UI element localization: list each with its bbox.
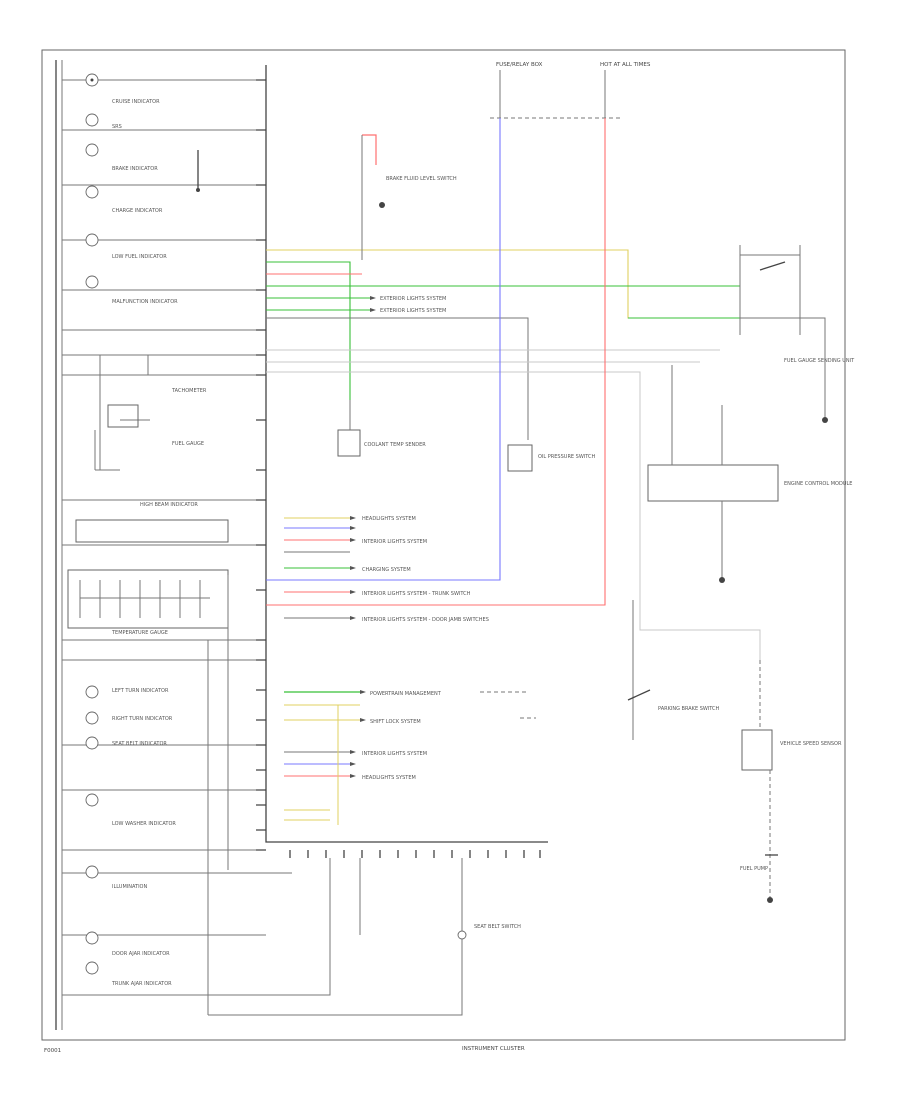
left-panel-lamps (61, 60, 292, 1030)
dest-label: SHIFT LOCK SYSTEM (370, 719, 421, 725)
left-label: LOW FUEL INDICATOR (112, 254, 167, 260)
dest-label: POWERTRAIN MANAGEMENT (370, 691, 442, 697)
cluster-connector-edge (265, 65, 548, 843)
fuse-feeds (266, 70, 620, 606)
corner-tag: F0001 (44, 1048, 61, 1054)
dest-label: INTERIOR LIGHTS SYSTEM - DOOR JAMB SWITC… (362, 617, 489, 623)
left-label: FUEL GAUGE (172, 441, 204, 447)
middle-wire-group (284, 516, 356, 620)
switch-icon (457, 930, 467, 940)
fuse-box-label: FUSE/RELAY BOX (496, 62, 543, 68)
component-label: OIL PRESSURE SWITCH (538, 454, 596, 460)
lamp-icon (85, 275, 99, 289)
component-label: VEHICLE SPEED SENSOR (780, 741, 842, 747)
dest-label: HEADLIGHTS SYSTEM (362, 775, 416, 781)
left-label: TRUNK AJAR INDICATOR (111, 981, 172, 987)
left-label: LEFT TURN INDICATOR (112, 688, 169, 694)
lamp-icon (85, 143, 99, 157)
bottom-pins (62, 850, 541, 1016)
sender-box (337, 429, 361, 457)
left-panel-labels: CRUISE INDICATOR SRS BRAKE INDICATOR CHA… (111, 99, 207, 987)
dest-label: CHARGING SYSTEM (362, 567, 411, 573)
lamp-icon (85, 736, 99, 750)
left-label: ILLUMINATION (112, 884, 147, 890)
dest-label: INTERIOR LIGHTS SYSTEM - TRUNK SWITCH (362, 591, 471, 597)
left-label: SEAT BELT INDICATOR (112, 741, 167, 747)
component-label: FUEL PUMP (740, 866, 768, 872)
temperature-gauge-box (67, 569, 229, 629)
left-label: MALFUNCTION INDICATOR (112, 299, 178, 305)
dest-label: INTERIOR LIGHTS SYSTEM (362, 751, 427, 757)
dest-label: HEADLIGHTS SYSTEM (362, 516, 416, 522)
left-label: CHARGE INDICATOR (112, 208, 163, 214)
lamp-icon (85, 711, 99, 725)
diagram-frame (41, 49, 846, 1041)
upper-connector-wires (266, 249, 761, 660)
lamp-icon (85, 113, 99, 127)
dest-label: EXTERIOR LIGHTS SYSTEM (380, 296, 446, 302)
lamp-icon (85, 865, 99, 879)
lamp-icon (85, 931, 99, 945)
temp-gauge-block (67, 569, 229, 1015)
lower-wire-group (284, 690, 536, 825)
lamp-icon (85, 233, 99, 247)
cluster-pins (256, 79, 266, 851)
left-label: HIGH BEAM INDICATOR (140, 502, 198, 508)
fuel-gauge-icon (107, 404, 139, 428)
left-label: TEMPERATURE GAUGE (111, 630, 168, 636)
hot-at-all-times-label: HOT AT ALL TIMES (600, 62, 651, 68)
left-label: SRS (112, 124, 122, 130)
lamp-icon (85, 185, 99, 199)
control-module-box (647, 464, 779, 502)
component-label: PARKING BRAKE SWITCH (658, 706, 720, 712)
right-components (337, 245, 828, 903)
component-label: FUEL GAUGE SENDING UNIT (784, 358, 855, 364)
lamp-icon (85, 685, 99, 699)
component-label: BRAKE FLUID LEVEL SWITCH (386, 176, 457, 182)
left-label: TACHOMETER (171, 388, 207, 394)
gauge-block (75, 355, 229, 543)
instrument-cluster-label: INSTRUMENT CLUSTER (462, 1046, 525, 1052)
sender-box (741, 729, 773, 771)
lamp-icon (85, 961, 99, 975)
wire-destination-labels: EXTERIOR LIGHTS SYSTEM EXTERIOR LIGHTS S… (362, 296, 489, 781)
dest-label: INTERIOR LIGHTS SYSTEM (362, 539, 427, 545)
sensor-box (507, 444, 533, 472)
left-label: LOW WASHER INDICATOR (112, 821, 176, 827)
lamp-icon (85, 793, 99, 807)
dest-label: EXTERIOR LIGHTS SYSTEM (380, 308, 446, 314)
gauge-box (75, 519, 229, 543)
component-label: SEAT BELT SWITCH (474, 924, 521, 930)
left-label: RIGHT TURN INDICATOR (112, 716, 173, 722)
component-label: COOLANT TEMP SENDER (364, 442, 426, 448)
left-label: CRUISE INDICATOR (112, 99, 160, 105)
ground-points (90, 78, 385, 208)
left-label: DOOR AJAR INDICATOR (112, 951, 170, 957)
component-label: ENGINE CONTROL MODULE (784, 481, 852, 487)
left-label: BRAKE INDICATOR (112, 166, 158, 172)
component-labels: BRAKE FLUID LEVEL SWITCH COOLANT TEMP SE… (364, 176, 855, 930)
